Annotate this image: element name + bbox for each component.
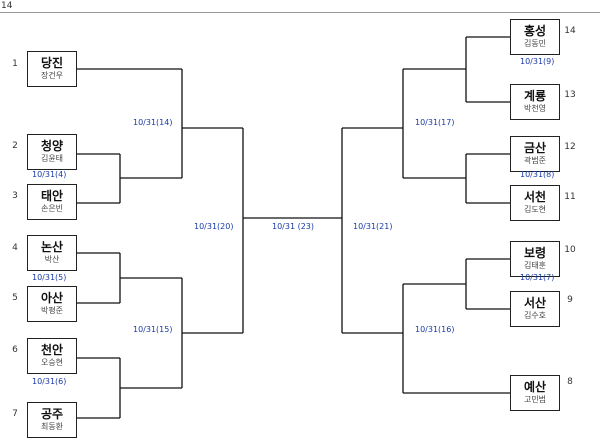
match-label-9: 10/31(9) (520, 57, 555, 66)
team-player: 김동민 (523, 39, 547, 48)
team-player: 손은빈 (40, 204, 64, 213)
seed-5: 5 (12, 293, 18, 303)
match-label-final: 10/31 (23) (272, 222, 315, 231)
seed-6: 6 (12, 345, 18, 355)
team-box-6[interactable]: 천안 오승현 (27, 338, 77, 374)
team-name: 청양 (40, 139, 64, 153)
team-name: 천안 (40, 343, 64, 357)
team-name: 계룡 (523, 89, 547, 103)
team-player: 김도현 (523, 205, 547, 214)
header-strip: 14 (0, 0, 600, 13)
seed-1: 1 (12, 59, 18, 69)
match-label-8: 10/31(8) (520, 170, 555, 179)
seed-13: 13 (564, 90, 576, 100)
team-name: 공주 (40, 407, 64, 421)
team-box-9[interactable]: 서산 김수호 (510, 291, 560, 327)
team-player: 장건우 (40, 71, 64, 80)
team-player: 고민범 (523, 395, 547, 404)
match-label-20: 10/31(20) (194, 222, 234, 231)
team-box-1[interactable]: 당진 장건우 (27, 51, 77, 87)
seed-2: 2 (12, 141, 18, 151)
seed-7: 7 (12, 409, 18, 419)
team-box-14[interactable]: 홍성 김동민 (510, 19, 560, 55)
match-label-5: 10/31(5) (32, 273, 67, 282)
team-box-4[interactable]: 논산 박산 (27, 235, 77, 271)
team-box-8[interactable]: 예산 고민범 (510, 375, 560, 411)
match-label-15: 10/31(15) (133, 325, 173, 334)
team-box-7[interactable]: 공주 최동환 (27, 402, 77, 438)
seed-4: 4 (12, 243, 18, 253)
team-name: 당진 (40, 56, 64, 70)
team-box-13[interactable]: 계룡 박천영 (510, 84, 560, 120)
team-player: 박평준 (40, 306, 64, 315)
team-name: 서천 (523, 190, 547, 204)
seed-3: 3 (12, 191, 18, 201)
team-box-2[interactable]: 청양 김윤태 (27, 134, 77, 170)
team-name: 보령 (523, 246, 547, 260)
team-name: 서산 (523, 296, 547, 310)
seed-10: 10 (564, 245, 576, 255)
match-label-14: 10/31(14) (133, 118, 173, 127)
team-player: 김윤태 (40, 154, 64, 163)
team-box-3[interactable]: 태안 손은빈 (27, 184, 77, 220)
match-label-17: 10/31(17) (415, 118, 455, 127)
team-name: 금산 (523, 141, 547, 155)
seed-8: 8 (567, 377, 573, 387)
team-player: 오승현 (40, 358, 64, 367)
match-label-21: 10/31(21) (353, 222, 393, 231)
team-name: 아산 (40, 291, 64, 305)
match-label-6: 10/31(6) (32, 377, 67, 386)
team-name: 논산 (40, 240, 64, 254)
corner-label: 14 (1, 1, 13, 11)
seed-9: 9 (567, 295, 573, 305)
team-box-11[interactable]: 서천 김도현 (510, 185, 560, 221)
team-box-12[interactable]: 금산 곽범준 (510, 136, 560, 172)
team-player: 최동환 (40, 422, 64, 431)
match-label-4: 10/31(4) (32, 170, 67, 179)
team-player: 김태훈 (523, 261, 547, 270)
team-name: 태안 (40, 189, 64, 203)
team-box-10[interactable]: 보령 김태훈 (510, 241, 560, 277)
team-player: 박산 (44, 255, 60, 264)
seed-14: 14 (564, 26, 576, 36)
team-player: 김수호 (523, 311, 547, 320)
team-name: 홍성 (523, 24, 547, 38)
seed-11: 11 (564, 192, 576, 202)
team-player: 곽범준 (523, 156, 547, 165)
team-box-5[interactable]: 아산 박평준 (27, 286, 77, 322)
seed-12: 12 (564, 142, 576, 152)
team-player: 박천영 (523, 104, 547, 113)
match-label-7: 10/31(7) (520, 273, 555, 282)
team-name: 예산 (523, 380, 547, 394)
match-label-16: 10/31(16) (415, 325, 455, 334)
